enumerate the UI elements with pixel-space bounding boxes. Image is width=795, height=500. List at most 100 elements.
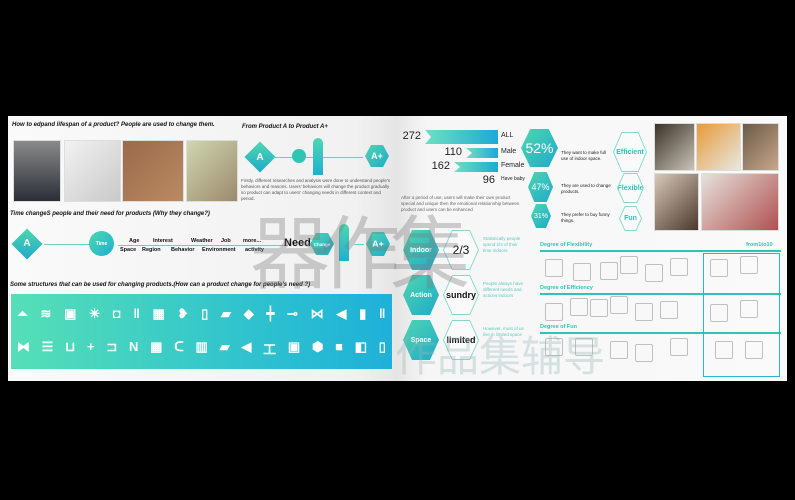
structure-icon: ▣: [64, 306, 77, 321]
sketch-image: [545, 338, 563, 356]
photo-group: [701, 173, 779, 231]
structure-icon: ▯: [201, 306, 209, 321]
photo-student: [742, 123, 779, 171]
stat-value: 110: [444, 146, 462, 158]
stat-value: 272: [402, 130, 421, 142]
sketch-image: [570, 298, 588, 316]
structure-icon: ‖: [378, 306, 386, 321]
factor-line: [118, 245, 288, 246]
factor-interest: Interest: [153, 238, 173, 244]
percent-52: 52%: [521, 129, 558, 167]
watermark-calligraphy: 器作集: [250, 208, 470, 301]
sketch-image: [600, 262, 618, 280]
structure-icon: ⋈: [310, 306, 324, 321]
structure-icon: ┿: [266, 306, 275, 321]
hexagon-aplus: A+: [365, 145, 389, 167]
factor-behavior: Behavior: [171, 247, 195, 253]
sketch-image: [715, 341, 733, 359]
divider: [540, 250, 781, 252]
factor-age: Age: [129, 238, 140, 244]
structure-icon: ▰: [219, 339, 230, 354]
sketch-image: [590, 299, 608, 317]
structure-icon: ⬢: [311, 339, 324, 354]
sketch-image: [670, 338, 688, 356]
sketch-image: [745, 341, 763, 359]
structure-icon: ≋: [40, 306, 52, 321]
factor-environment: Environment: [202, 247, 236, 253]
stat-bar: [454, 162, 498, 172]
percent-52-text: They want to make full use of indoor spa…: [561, 150, 607, 161]
right-page: 272 ALL 110 Male 162 Female 96 Have baby After …: [395, 116, 787, 381]
photo-gloves: [122, 140, 184, 202]
structure-icon: ▥: [195, 339, 208, 354]
stat-label: Have baby: [501, 176, 525, 182]
structure-icon: +: [86, 339, 95, 354]
tag-efficient: Efficient: [613, 132, 647, 172]
sketch-image: [575, 338, 593, 356]
structure-icon: ⏶: [17, 306, 28, 321]
sketch-image: [545, 259, 563, 277]
structure-icon: ✳: [89, 306, 101, 321]
photo-notes: [696, 123, 741, 171]
hexagon-change: Change: [310, 233, 334, 255]
sketch-image: [710, 259, 728, 277]
structure-icon: ◀: [241, 339, 252, 354]
structure-icon: ☰: [41, 339, 54, 354]
structure-icon: ❥: [177, 306, 189, 321]
stat-bar: [425, 130, 498, 144]
stat-label: Female: [501, 162, 525, 169]
arrow-line: [44, 244, 92, 245]
structure-icon: ▯: [378, 339, 386, 354]
factor-more: more...: [243, 238, 262, 244]
structure-icon: ▰: [221, 306, 232, 321]
intro-paragraph: Firstly, different researches and analys…: [241, 178, 391, 201]
structure-icon: ⊸: [287, 306, 298, 321]
structure-icon: ⧓: [16, 339, 30, 354]
factor-region: Region: [142, 247, 161, 253]
stat-label: Male: [501, 148, 517, 155]
stat-label: ALL: [501, 132, 514, 139]
context-text: However, most of us live in limited spac…: [483, 326, 524, 337]
sketch-image: [645, 264, 663, 282]
photo-man: [654, 173, 699, 231]
context-value-hex: sundry: [443, 275, 479, 315]
factor-job: Job: [221, 238, 231, 244]
stat-value: 162: [431, 160, 450, 172]
percent-47-text: They are used to change products.: [561, 183, 611, 194]
sketch-image: [610, 341, 628, 359]
structure-icon: ᑕ: [174, 339, 184, 354]
structure-icon: N: [129, 339, 139, 354]
arrow-line: [354, 244, 364, 245]
context-text: Statistically people spend 2/3 of their …: [483, 236, 521, 253]
a-label-2: A: [23, 238, 31, 249]
hexagon-aplus-2: A+: [366, 232, 390, 256]
person-icon-2: [339, 224, 349, 261]
structure-icon: ◧: [354, 339, 367, 354]
a-label: A: [256, 152, 264, 163]
photo-sink: [64, 140, 121, 202]
degree-fun: Degree of Fun: [540, 324, 577, 330]
sketch-image: [710, 304, 728, 322]
heading-time-change: Time changeS people and their need for p…: [10, 211, 210, 217]
highlight-box: [703, 253, 780, 377]
heading-product-a: From Product A to Product A+: [242, 124, 328, 130]
stat-value: 96: [482, 174, 495, 186]
structure-icon: ▮: [359, 306, 367, 321]
time-circle: Time: [89, 231, 114, 256]
structure-icon: ⊔: [65, 339, 76, 354]
sketch-image: [740, 300, 758, 318]
tag-flexible: Flexible: [617, 173, 644, 203]
percent-31: 31%: [531, 204, 551, 228]
scale-label: from1to10: [746, 242, 773, 248]
structure-icon: 工: [263, 342, 277, 357]
structure-icon: ▦: [150, 339, 163, 354]
sketch-image: [660, 301, 678, 319]
structure-icon: ▦: [152, 306, 165, 321]
context-text: People always have different needs and a…: [483, 281, 524, 298]
sketch-image: [740, 256, 758, 274]
clock-icon: [292, 149, 306, 163]
heading-lifespan: How to edpand lifespan of a product? Peo…: [12, 122, 215, 128]
percent-47: 47%: [528, 172, 553, 202]
factor-activity: activity: [245, 247, 264, 253]
stat-note: After a period of use, users will make t…: [401, 195, 520, 212]
